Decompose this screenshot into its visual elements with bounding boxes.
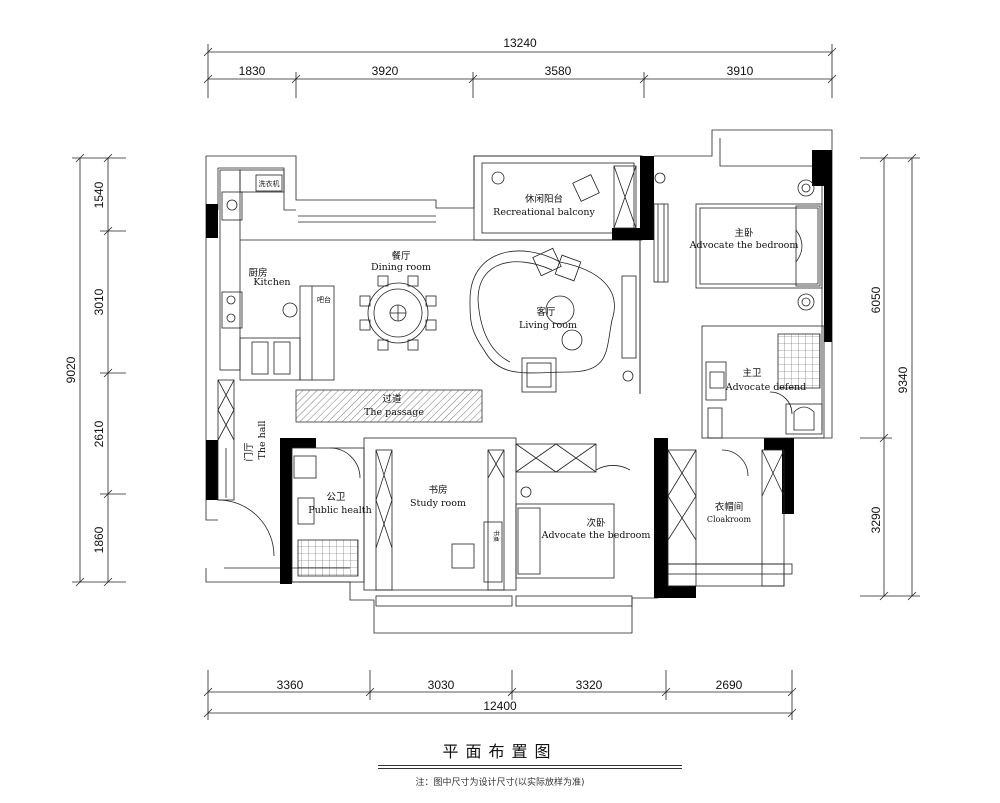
cloakroom-label-en: Cloakroom (707, 515, 752, 524)
master-bedroom-furniture (639, 172, 823, 394)
master-bedroom-label-zh: 主卧 (734, 227, 754, 239)
top-segment-4: 3910 (727, 64, 754, 78)
bar-label: 吧台 (317, 295, 331, 304)
top-segment-3: 3580 (545, 64, 572, 78)
structural-walls (206, 150, 832, 598)
left-segment-3: 2610 (92, 420, 106, 447)
passage-label-en: The passage (364, 407, 424, 418)
master-bedroom-label-en: Advocate the bedroom (689, 240, 799, 251)
second-bedroom-furniture (515, 443, 631, 579)
cloakroom-label-zh: 衣帽间 (715, 501, 744, 513)
left-dimension-chain (72, 153, 126, 587)
passage-label-zh: 过道 (382, 393, 402, 405)
right-dimension-chain (860, 153, 920, 601)
bottom-segment-1: 3360 (277, 678, 304, 692)
balcony-label-zh: 休闲阳台 (525, 193, 563, 205)
bottom-segment-4: 2690 (716, 678, 743, 692)
left-segment-2: 3010 (92, 288, 106, 315)
top-segment-2: 3920 (372, 64, 399, 78)
top-total-dimension: 13240 (503, 36, 537, 50)
master-bath-label-en: Advocate defend (725, 382, 807, 393)
study-label-zh: 书房 (428, 484, 447, 496)
hall-label-zh: 门厅 (243, 442, 255, 462)
left-segment-1: 1540 (92, 181, 106, 208)
left-total-dimension: 9020 (64, 356, 78, 383)
top-dimension-chain (203, 44, 837, 98)
title-underline-bottom (378, 768, 682, 769)
right-total-dimension: 9340 (896, 366, 910, 393)
dining-label-en: Dining room (371, 262, 431, 273)
title-underline-top (378, 765, 682, 766)
master-bath-fixtures (701, 325, 825, 439)
study-label-en: Study room (410, 498, 466, 509)
right-segment-1: 6050 (869, 286, 883, 313)
hall-label-en: The hall (257, 421, 268, 460)
hall-fixtures (217, 379, 275, 557)
kitchen-label-en: Kitchen (253, 277, 290, 288)
public-bath-label-en: Public health (308, 505, 371, 516)
right-segment-2: 3290 (869, 506, 883, 533)
public-bath-label-zh: 公卫 (326, 492, 346, 503)
second-bedroom-label-zh: 次卧 (586, 517, 606, 529)
living-label-zh: 客厅 (536, 306, 556, 318)
bottom-dimension-chain (203, 670, 797, 720)
study-furniture (363, 437, 517, 591)
washing-machine-label: 洗衣机 (259, 179, 280, 188)
dining-label-zh: 餐厅 (391, 250, 411, 262)
second-bedroom-label-en: Advocate the bedroom (541, 530, 651, 541)
public-bath-fixtures (291, 447, 365, 583)
cloakroom-furniture (667, 449, 785, 587)
drawing-note: 注：图中尺寸为设计尺寸(以实际放样为准) (415, 778, 585, 788)
bottom-segment-3: 3320 (576, 678, 603, 692)
wall-outlines (205, 129, 833, 634)
living-furniture (469, 247, 637, 393)
drawing-title: 平面布置图 (442, 742, 558, 761)
balcony-furniture (491, 165, 637, 229)
top-segment-1: 1830 (239, 64, 266, 78)
bottom-total-dimension: 12400 (483, 699, 517, 713)
passage-cabinet (295, 389, 483, 423)
master-bath-label-zh: 主卫 (742, 367, 762, 379)
left-segment-4: 1860 (92, 526, 106, 553)
dining-table (359, 275, 437, 351)
kitchen-area (219, 169, 335, 381)
bottom-segment-2: 3030 (428, 678, 455, 692)
balcony-label-en: Recreational balcony (493, 207, 595, 218)
desk-label: 书桌 (492, 530, 500, 542)
living-label-en: Living room (519, 320, 577, 331)
kitchen-label-zh: 厨房 (248, 267, 267, 279)
